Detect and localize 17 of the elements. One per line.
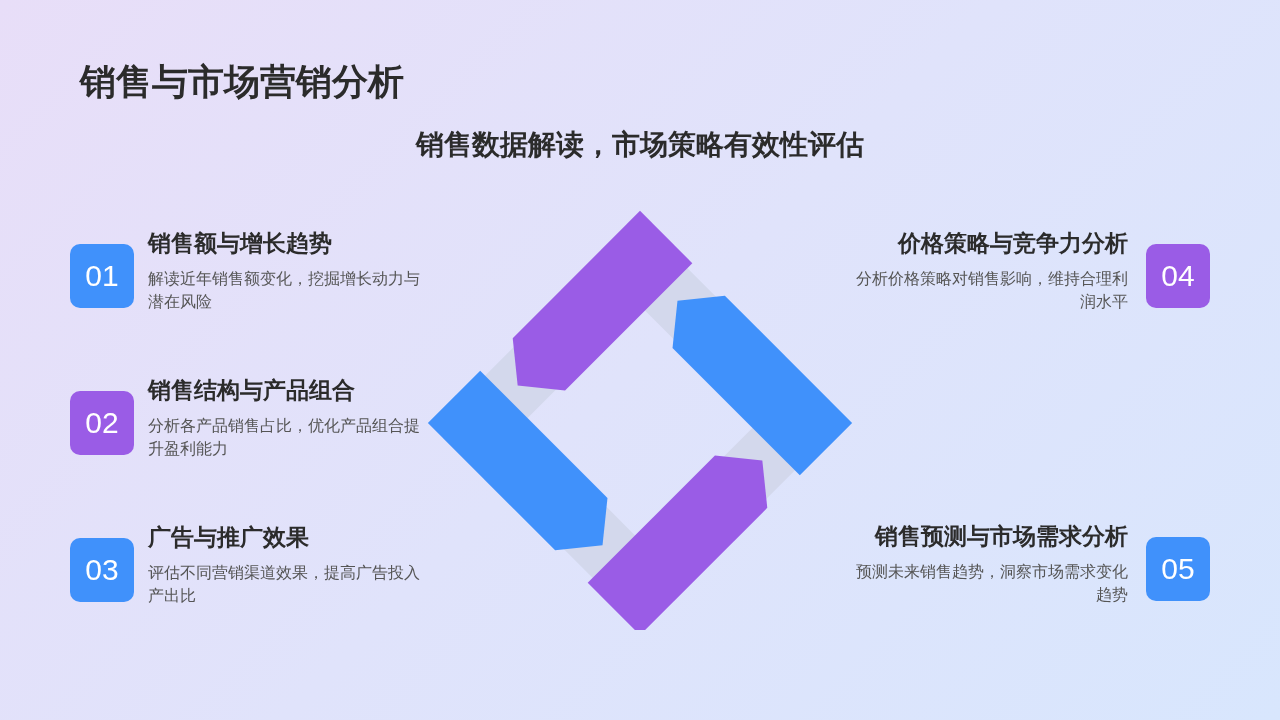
number-badge: 05 bbox=[1146, 537, 1210, 601]
item-heading: 销售结构与产品组合 bbox=[148, 376, 356, 405]
item-heading: 销售预测与市场需求分析 bbox=[873, 522, 1128, 551]
number-badge: 02 bbox=[70, 391, 134, 455]
number-badge: 03 bbox=[70, 538, 134, 602]
item-heading: 销售额与增长趋势 bbox=[148, 229, 333, 258]
slide-title: 销售与市场营销分析 bbox=[80, 60, 404, 104]
item-description: 评估不同营销渠道效果，提高广告投入产出比 bbox=[148, 563, 421, 606]
number-badge: 01 bbox=[70, 244, 134, 308]
item-description: 分析各产品销售占比，优化产品组合提升盈利能力 bbox=[148, 416, 421, 459]
number-badge: 04 bbox=[1146, 244, 1210, 308]
item-description: 预测未来销售趋势，洞察市场需求变化趋势 bbox=[855, 562, 1128, 605]
subtitle: 销售数据解读，市场策略有效性评估 bbox=[414, 128, 865, 162]
item-heading: 广告与推广效果 bbox=[148, 523, 310, 552]
item-description: 分析价格策略对销售影响，维持合理利润水平 bbox=[855, 269, 1128, 312]
item-heading: 价格策略与竞争力分析 bbox=[896, 229, 1128, 258]
item-description: 解读近年销售额变化，挖掘增长动力与潜在风险 bbox=[148, 269, 421, 312]
